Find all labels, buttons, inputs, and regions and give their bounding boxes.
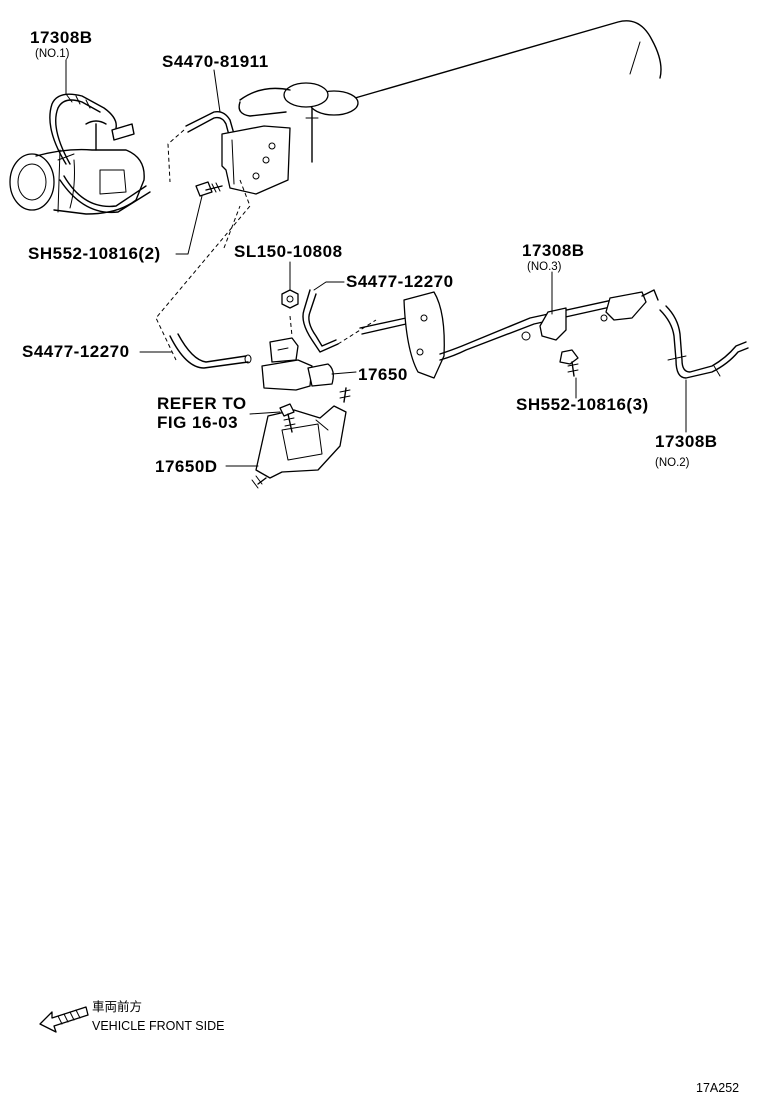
legend-english-label: VEHICLE FRONT SIDE <box>92 1019 224 1033</box>
legend-japanese-label: 車両前方 <box>92 999 142 1014</box>
label-bolt-sh552-2: SH552-10816(2) <box>28 244 161 263</box>
front-direction-arrow-icon <box>39 1006 89 1033</box>
label-valve-17650: 17650 <box>358 365 408 384</box>
label-hose-no1-sub: (NO.1) <box>35 48 70 60</box>
label-nut-sl150: SL150-10808 <box>234 242 343 261</box>
label-hose-s4477-upper: S4477-12270 <box>346 272 454 291</box>
hose-no1-drawing <box>49 93 151 214</box>
label-hose-s4477-left: S4477-12270 <box>22 342 130 361</box>
brake-booster-drawing <box>9 120 145 215</box>
label-bracket-17650d: 17650D <box>155 457 218 476</box>
label-refer-line2: FIG 16-03 <box>157 413 238 432</box>
upper-bracket-drawing <box>221 125 291 195</box>
vacuum-pipe-drawing <box>359 289 659 379</box>
nut-drawing <box>281 289 299 309</box>
label-hose-no3-part: 17308B <box>522 241 585 260</box>
hose-no2-drawing <box>659 305 749 379</box>
vsv-valve-drawing <box>261 337 334 391</box>
label-hose-s4470: S4470-81911 <box>162 52 269 71</box>
label-hose-no2-part: 17308B <box>655 432 718 451</box>
hose-s4477-upper-drawing <box>302 289 339 353</box>
intake-duct-drawing <box>238 20 662 163</box>
vehicle-front-legend: 車両前方 VEHICLE FRONT SIDE <box>39 999 224 1033</box>
routing-dashed-lines <box>155 179 377 361</box>
leader-lines <box>65 59 687 467</box>
valve-bracket-drawing <box>251 387 351 489</box>
label-hose-no1-part: 17308B <box>30 28 93 47</box>
label-hose-no3-sub: (NO.3) <box>527 261 562 273</box>
bolt-2-drawing <box>195 181 223 197</box>
label-refer-line1: REFER TO <box>157 394 247 413</box>
label-bolt-sh552-3: SH552-10816(3) <box>516 395 649 414</box>
hose-s4470-drawing <box>167 110 247 183</box>
hose-s4477-left-drawing <box>169 333 252 369</box>
bolt-3-drawing <box>559 349 579 377</box>
figure-code: 17A252 <box>696 1081 739 1095</box>
label-hose-no2-sub: (NO.2) <box>655 457 690 469</box>
